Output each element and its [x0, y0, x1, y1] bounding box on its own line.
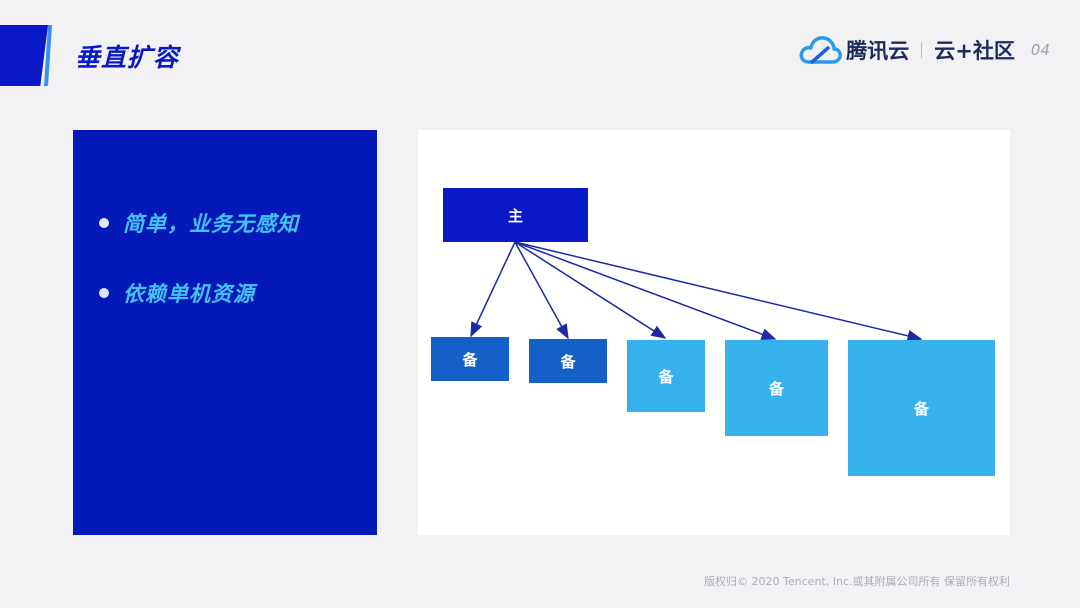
- bullet-text: 简单，业务无感知: [123, 212, 299, 236]
- replica-node-5: 备: [848, 340, 995, 476]
- bullet-text: 依赖单机资源: [123, 282, 255, 306]
- brand-name: 腾讯云: [846, 39, 910, 63]
- replication-diagram: 主 备 备 备 备 备: [418, 130, 1010, 535]
- replica-node-2: 备: [529, 339, 607, 383]
- bullet-dot-icon: [99, 288, 109, 298]
- copyright-notice: 版权归© 2020 Tencent, Inc.或其附属公司所有 保留所有权利: [704, 575, 1010, 588]
- arrow-to-replica-1: [470, 241, 516, 338]
- bullet-dot-icon: [99, 218, 109, 228]
- title-accent-bar: [0, 25, 48, 86]
- replica-node-3: 备: [627, 340, 705, 412]
- replica-node-4: 备: [725, 340, 828, 436]
- replica-node-1: 备: [431, 337, 509, 381]
- arrow-to-replica-5: [514, 241, 923, 342]
- arrow-to-replica-2: [514, 241, 569, 340]
- brand-header: 腾讯云 云+社区 04: [798, 30, 1050, 70]
- bullet-item: 依赖单机资源: [99, 278, 255, 308]
- arrow-to-replica-4: [514, 241, 777, 340]
- arrow-layer: [470, 241, 923, 342]
- title-accent-edge: [44, 25, 52, 86]
- feature-panel: 简单，业务无感知 依赖单机资源: [73, 130, 377, 535]
- brand-divider: [921, 42, 923, 58]
- arrow-to-replica-3: [514, 241, 667, 339]
- primary-node: 主: [443, 188, 588, 242]
- slide-title: 垂直扩容: [75, 43, 180, 72]
- page-number: 04: [1030, 41, 1050, 59]
- bullet-item: 简单，业务无感知: [99, 208, 299, 238]
- brand-community: 云+社区: [934, 39, 1015, 63]
- cloud-logo-icon: [799, 36, 843, 64]
